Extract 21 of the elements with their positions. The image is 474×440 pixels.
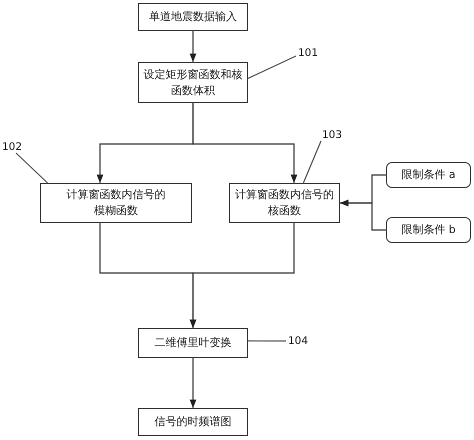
leader-line [16, 152, 48, 184]
arrow [190, 223, 295, 328]
callout-number: 102 [2, 140, 28, 154]
condition-box: 限制条件 b [386, 217, 471, 243]
callout-number: 103 [322, 128, 348, 142]
arrow [340, 200, 386, 231]
arrow [190, 358, 196, 408]
callout-number: 104 [288, 334, 314, 348]
leader-line [248, 55, 296, 79]
leader-line [302, 140, 322, 184]
process-box: 信号的时频谱图 [138, 408, 248, 436]
process-box: 设定矩形窗函数和核函数体积 [138, 62, 248, 103]
leader-line [248, 340, 286, 342]
process-box: 计算窗函数内信号的模糊函数 [40, 183, 192, 223]
process-box: 计算窗函数内信号的核函数 [229, 183, 340, 223]
process-box: 单道地震数据输入 [138, 3, 248, 31]
arrow [192, 103, 298, 183]
arrow [190, 31, 196, 62]
condition-box: 限制条件 a [386, 162, 471, 188]
callout-number: 101 [298, 46, 324, 60]
process-box: 二维傅里叶变换 [138, 328, 248, 358]
